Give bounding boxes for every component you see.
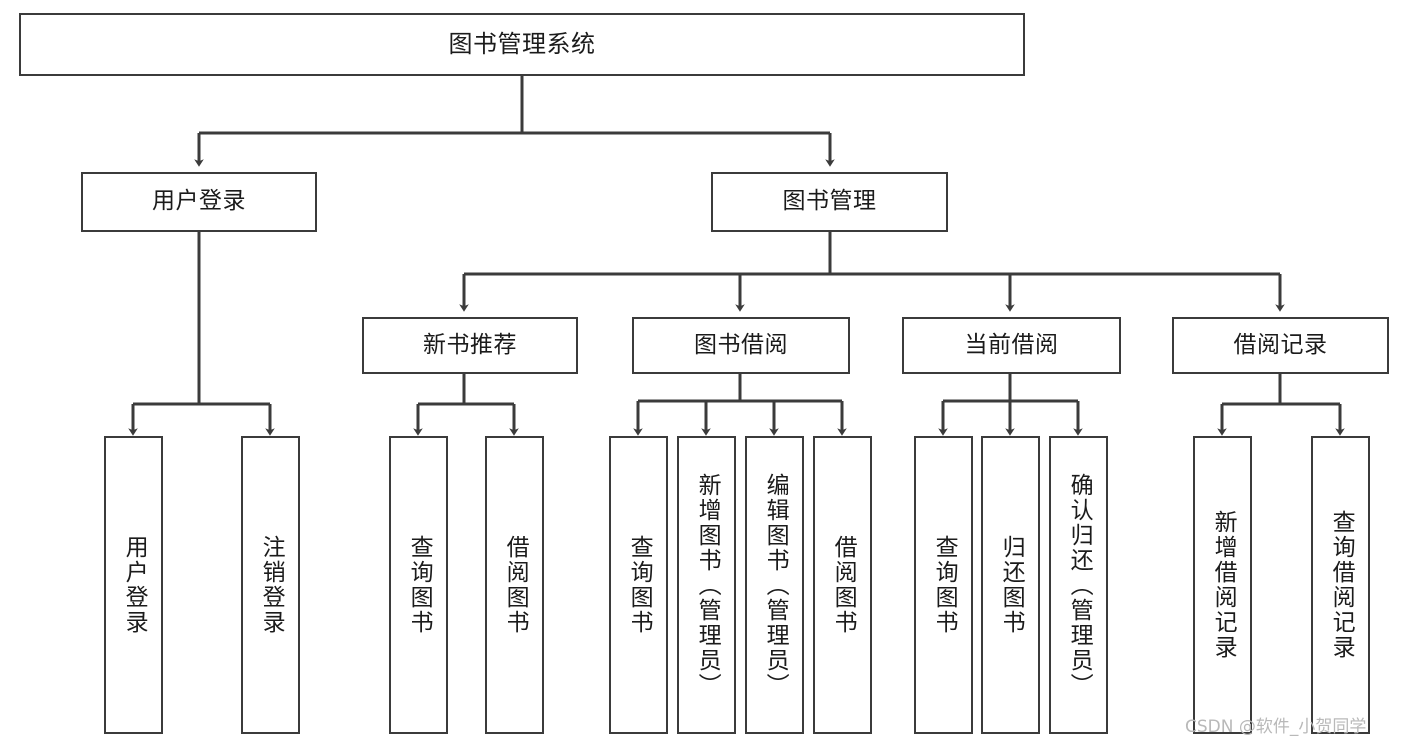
leaf-current-borrow-return[interactable]: 归还图书: [981, 436, 1040, 734]
leaf-new-book-query[interactable]: 查询图书: [389, 436, 448, 734]
node-label: 图书管理系统: [448, 30, 596, 59]
leaf-user-login-signout[interactable]: 注销登录: [241, 436, 300, 734]
leaf-borrow-record-add[interactable]: 新增借阅记录: [1193, 436, 1252, 734]
node-new-book-recommend[interactable]: 新书推荐: [362, 317, 578, 374]
node-label: 注销登录: [258, 535, 285, 635]
node-label: 新增图书（管理员）: [694, 472, 721, 698]
leaf-current-borrow-confirm-return[interactable]: 确认归还（管理员）: [1049, 436, 1108, 734]
node-label: 借阅图书: [502, 535, 529, 635]
node-current-borrow[interactable]: 当前借阅: [902, 317, 1121, 374]
leaf-borrow-record-query[interactable]: 查询借阅记录: [1311, 436, 1370, 734]
leaf-book-borrow-add[interactable]: 新增图书（管理员）: [677, 436, 736, 734]
node-root-system[interactable]: 图书管理系统: [19, 13, 1025, 76]
node-label: 查询图书: [406, 535, 433, 635]
node-label: 借阅记录: [1233, 331, 1328, 358]
node-label: 图书管理: [782, 188, 877, 215]
leaf-new-book-borrow[interactable]: 借阅图书: [485, 436, 544, 734]
node-label: 图书借阅: [694, 331, 788, 358]
node-label: 当前借阅: [964, 331, 1059, 358]
leaf-current-borrow-query[interactable]: 查询图书: [914, 436, 973, 734]
node-book-management[interactable]: 图书管理: [711, 172, 948, 232]
leaf-book-borrow-query[interactable]: 查询图书: [609, 436, 668, 734]
node-book-borrow[interactable]: 图书借阅: [632, 317, 850, 374]
node-label: 确认归还（管理员）: [1066, 472, 1093, 698]
node-label: 新增借阅记录: [1210, 510, 1237, 660]
node-label: 新书推荐: [423, 331, 517, 358]
node-label: 用户登录: [121, 535, 148, 635]
leaf-book-borrow-edit[interactable]: 编辑图书（管理员）: [745, 436, 804, 734]
node-label: 查询图书: [626, 535, 653, 635]
leaf-book-borrow-borrow[interactable]: 借阅图书: [813, 436, 872, 734]
node-label: 用户登录: [152, 188, 246, 215]
leaf-user-login-signin[interactable]: 用户登录: [104, 436, 163, 734]
node-borrow-records[interactable]: 借阅记录: [1172, 317, 1389, 374]
node-label: 查询借阅记录: [1328, 510, 1355, 660]
node-label: 归还图书: [998, 535, 1025, 635]
node-user-login[interactable]: 用户登录: [81, 172, 317, 232]
node-label: 借阅图书: [830, 535, 857, 635]
node-label: 查询图书: [931, 535, 958, 635]
watermark-text: CSDN @软件_小贺同学: [1185, 717, 1367, 737]
node-label: 编辑图书（管理员）: [762, 472, 789, 698]
